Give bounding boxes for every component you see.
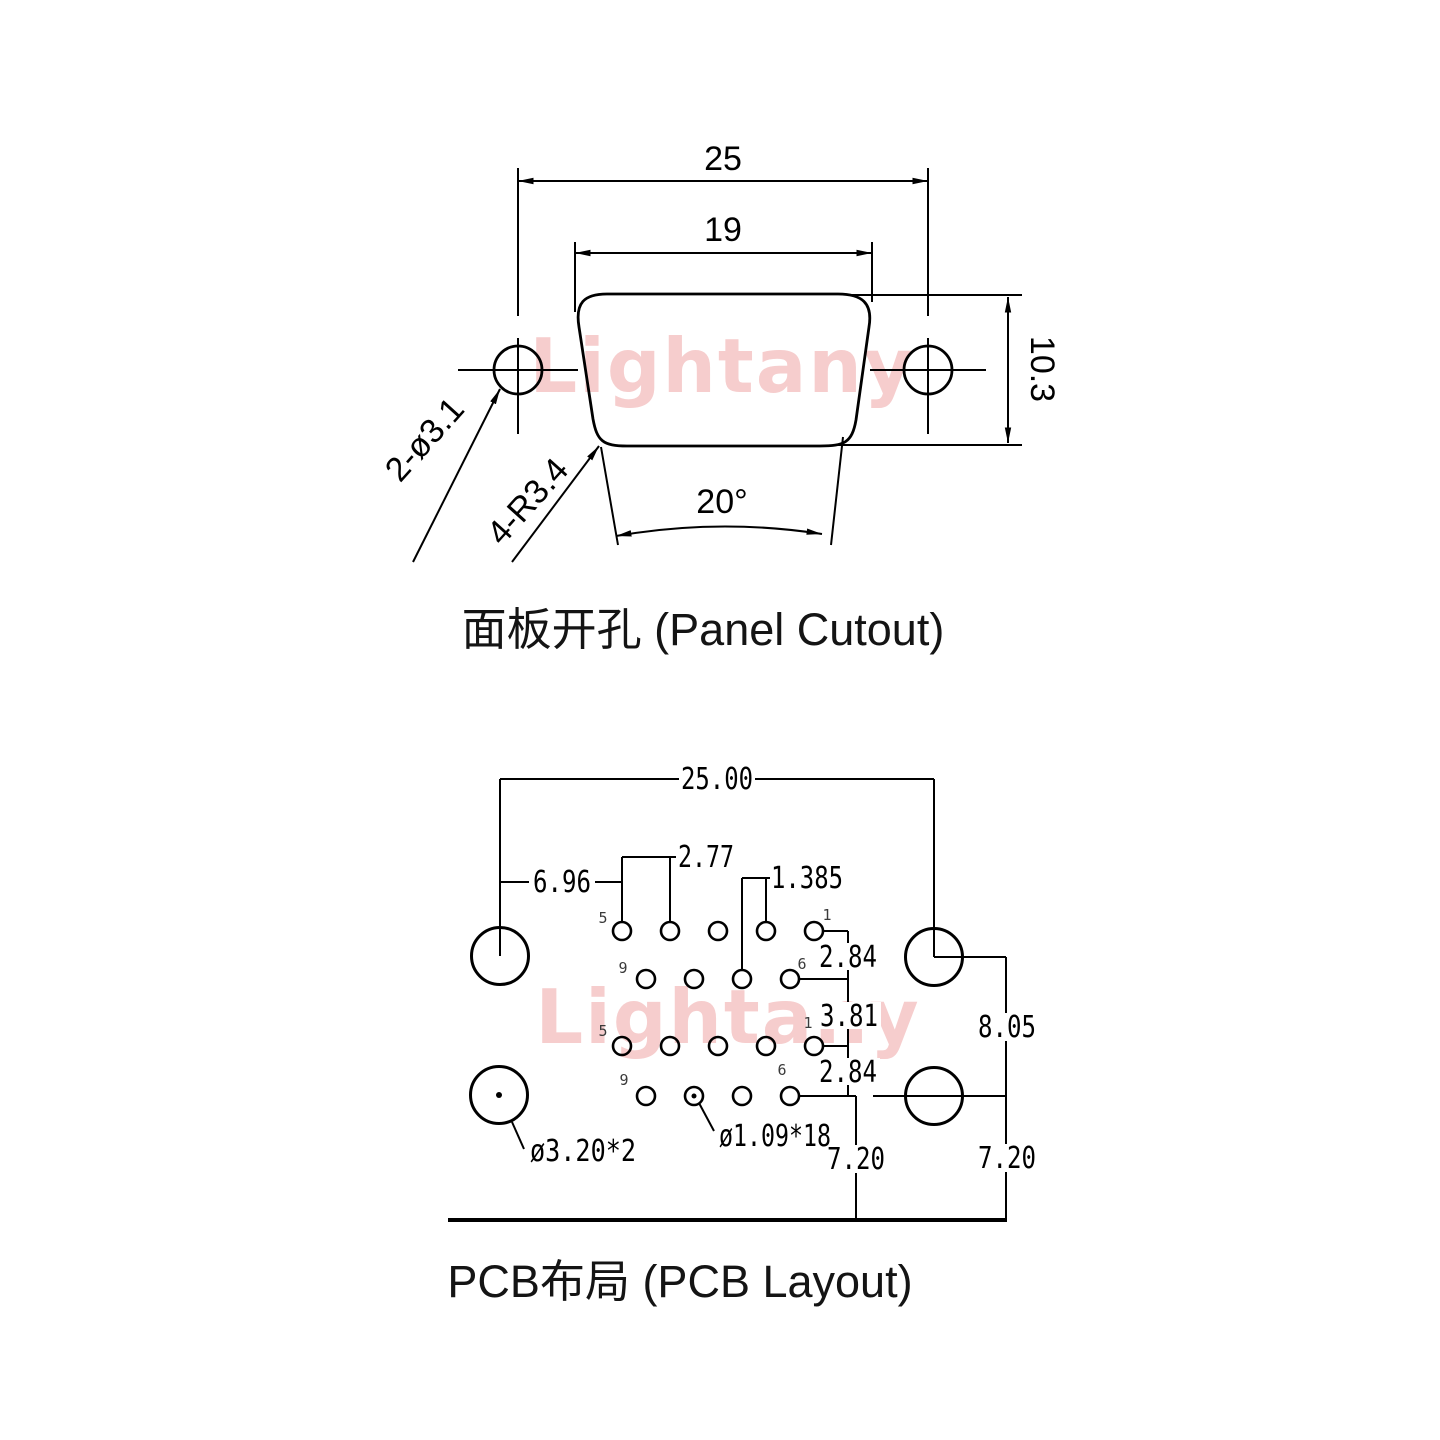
- pcb-dim-277-lines: [621, 856, 676, 921]
- pcb-mount-hole-center-mark: [496, 1092, 502, 1098]
- pcb-leader-mount-hole: [511, 1121, 525, 1150]
- pcb-dim-half-pitch: 1.385: [771, 861, 843, 896]
- pcb-mount-hole-top-right: [904, 927, 964, 987]
- pcb-pin-row-3: [611, 1035, 825, 1057]
- panel-angle-value: 20°: [696, 483, 747, 521]
- pcb-pin-row-1: [611, 920, 825, 942]
- pin-hole: [659, 1035, 681, 1057]
- pin-hole: [779, 968, 801, 990]
- panel-dim-103-value: 10.3: [1023, 336, 1061, 402]
- pin-hole: [731, 968, 753, 990]
- dim-text-mask: [529, 868, 595, 895]
- pcb-label-mount-hole: ø3.20*2: [530, 1134, 636, 1169]
- panel-label-corner-radius: 4-R3.4: [480, 451, 577, 552]
- panel-leader-corner-radius: [511, 445, 600, 563]
- pcb-mount-hole-bottom-left: [469, 1065, 529, 1125]
- pin-hole: [683, 968, 705, 990]
- pcb-mount-hole-top-left: [470, 926, 530, 986]
- pin-hole: [731, 1085, 753, 1107]
- pcb-dim-group-spacing: 3.81: [820, 999, 878, 1034]
- panel-angle-arc: [615, 525, 823, 537]
- panel-dim-19-value: 19: [704, 211, 742, 249]
- pin-hole-center-mark: [691, 1093, 697, 1099]
- pin-number-label: 6: [797, 955, 806, 973]
- pin-hole: [611, 920, 633, 942]
- pin-hole: [635, 1085, 657, 1107]
- panel-leader-mount-holes: [412, 388, 501, 563]
- pcb-dim-row-spacing-upper: 2.84: [819, 940, 877, 975]
- pin-hole: [755, 920, 777, 942]
- pcb-dim-mount-to-edge: 7.20: [978, 1141, 1036, 1176]
- pcb-mount-hole-bottom-right: [904, 1066, 964, 1126]
- pin-hole: [755, 1035, 777, 1057]
- pin-number-label: 6: [777, 1061, 786, 1079]
- pin-hole: [683, 1085, 705, 1107]
- pcb-label-pin-hole: ø1.09*18: [719, 1119, 831, 1154]
- pcb-dim-edge-to-pin: 6.96: [533, 865, 591, 900]
- dim-text-mask: [816, 1058, 880, 1085]
- pcb-pin-row-2: [635, 968, 801, 990]
- pcb-caption: PCB布局 (PCB Layout): [447, 1256, 912, 1307]
- dim-text-mask: [817, 1002, 881, 1029]
- pin-hole: [635, 968, 657, 990]
- dim-text-mask: [679, 765, 755, 792]
- pcb-dim-pin-pitch: 2.77: [678, 840, 734, 875]
- pcb-dim-mount-vertical: 8.05: [978, 1010, 1036, 1045]
- pin-hole: [707, 1035, 729, 1057]
- panel-angle-extension-lines: [600, 436, 844, 546]
- pin-number-label: 5: [598, 909, 607, 927]
- pin-hole: [659, 920, 681, 942]
- panel-dim-25-extension-lines: [517, 168, 929, 434]
- pcb-dim-chain-lines: [799, 930, 857, 1220]
- pin-number-label: 1: [803, 1014, 812, 1032]
- pcb-dim-overall-width: 25.00: [681, 762, 753, 797]
- pcb-pin-row-4: [635, 1085, 801, 1107]
- pin-hole: [803, 1035, 825, 1057]
- pin-hole: [707, 920, 729, 942]
- panel-caption: 面板开孔 (Panel Cutout): [462, 604, 945, 655]
- panel-dim-103-extension-lines: [836, 294, 1022, 446]
- dim-text-mask: [824, 1145, 888, 1173]
- pcb-dim-right-lines: [873, 956, 1007, 1220]
- pcb-dim-row-spacing-lower: 2.84: [819, 1055, 877, 1090]
- dim-text-mask: [816, 943, 880, 970]
- pin-hole: [803, 920, 825, 942]
- pcb-leader-pin-hole: [698, 1102, 715, 1132]
- pin-number-label: 5: [598, 1022, 607, 1040]
- pcb-dim-pin-to-edge: 7.20: [827, 1142, 885, 1177]
- dim-text-mask: [975, 1144, 1039, 1172]
- panel-cutout-outline: [576, 292, 872, 448]
- pcb-dim-1385-lines: [741, 877, 770, 970]
- pin-number-label: 9: [618, 959, 627, 977]
- panel-dim-25-value: 25: [704, 140, 742, 178]
- watermark-panel: Lightany: [529, 322, 914, 410]
- pin-hole: [779, 1085, 801, 1107]
- pin-number-label: 1: [822, 906, 831, 924]
- pin-number-label: 9: [619, 1071, 628, 1089]
- dim-text-mask: [975, 1013, 1039, 1041]
- pcb-layout-drawing: 5 1 9 6 5 1 9 6 25.00 6.96 2.77 1.385 2.…: [447, 762, 1039, 1307]
- pin-hole: [611, 1035, 633, 1057]
